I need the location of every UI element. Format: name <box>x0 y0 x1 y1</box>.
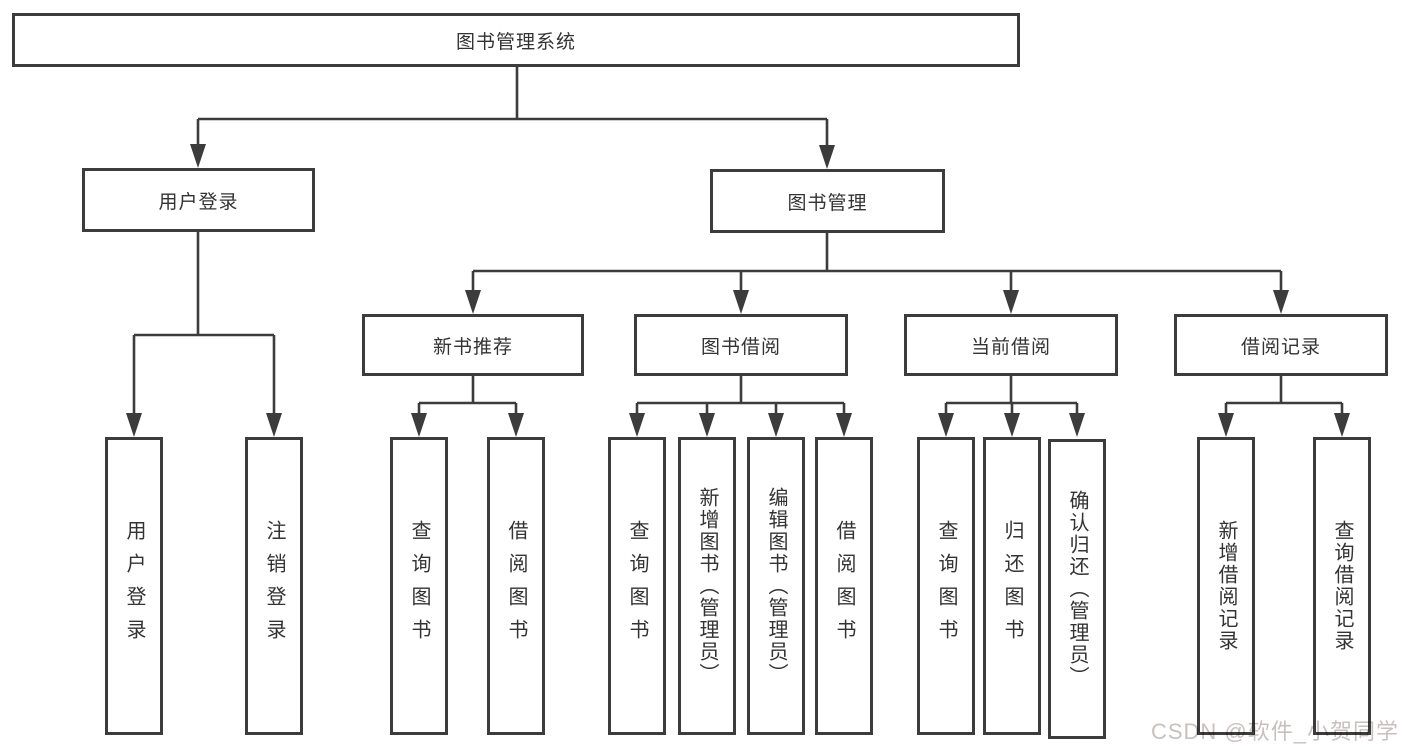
arrow-down-icon <box>1334 413 1350 437</box>
arrow-down-icon <box>1273 290 1289 314</box>
arrow-down-icon <box>1218 413 1234 437</box>
node-new-book-recommend: 新书推荐 <box>362 314 584 376</box>
csdn-watermark: CSDN @软件_小贺同学 <box>1150 719 1399 744</box>
node-book-management: 图书管理 <box>710 169 945 233</box>
arrow-down-icon <box>836 413 852 437</box>
leaf-add-borrow-record: 新增借阅记录 <box>1197 437 1255 735</box>
arrow-down-icon <box>190 144 206 168</box>
arrow-down-icon <box>629 413 645 437</box>
leaf-query-borrow-record: 查询借阅记录 <box>1313 437 1371 735</box>
leaf-return-books: 归还图书 <box>983 437 1041 735</box>
node-current-borrow: 当前借阅 <box>904 314 1118 376</box>
leaf-borrow-books: 借阅图书 <box>815 437 873 735</box>
arrow-down-icon <box>508 413 524 437</box>
leaf-logout: 注销登录 <box>245 437 303 735</box>
node-borrow-records: 借阅记录 <box>1174 314 1388 376</box>
leaf-confirm-return-admin: 确认归还（管理员） <box>1048 439 1106 739</box>
leaf-edit-books-admin: 编辑图书（管理员） <box>747 437 805 735</box>
leaf-borrow-query-books: 查询图书 <box>608 437 666 735</box>
leaf-recommend-borrow-books: 借阅图书 <box>487 437 545 735</box>
arrow-down-icon <box>699 413 715 437</box>
leaf-add-books-admin: 新增图书（管理员） <box>678 437 736 735</box>
arrow-down-icon <box>411 413 427 437</box>
leaf-user-login: 用户登录 <box>105 437 163 735</box>
arrow-down-icon <box>768 413 784 437</box>
node-user-login: 用户登录 <box>82 168 315 232</box>
arrow-down-icon <box>126 413 142 437</box>
arrow-down-icon <box>819 145 835 169</box>
node-root-library-management-system: 图书管理系统 <box>12 13 1020 67</box>
arrow-down-icon <box>1003 290 1019 314</box>
leaf-current-query-books: 查询图书 <box>917 437 975 735</box>
arrow-down-icon <box>1069 413 1085 437</box>
arrow-down-icon <box>733 290 749 314</box>
arrow-down-icon <box>938 413 954 437</box>
arrow-down-icon <box>1004 413 1020 437</box>
leaf-recommend-query-books: 查询图书 <box>390 437 448 735</box>
node-book-borrow: 图书借阅 <box>634 314 848 376</box>
arrow-down-icon <box>266 413 282 437</box>
arrow-down-icon <box>465 290 481 314</box>
